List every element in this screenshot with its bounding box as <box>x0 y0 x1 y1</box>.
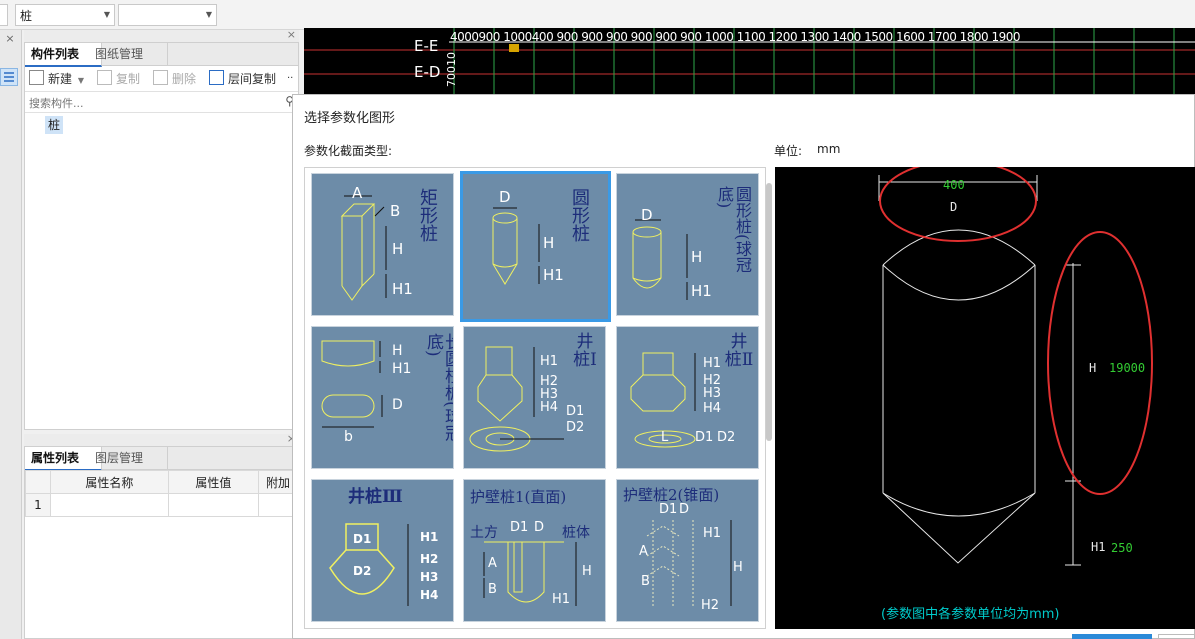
shape-preview: 400 D H 19000 H1 250 (参数图中各参数单位均为mm) <box>775 160 1195 629</box>
retaining-pile-1-figure <box>483 541 577 606</box>
component-tabbar: 构件列表 图纸管理 <box>25 43 298 67</box>
shape-gallery: A B H H1 矩形桩 D H H1 圆形桩 <box>304 167 766 629</box>
shape-title: 护壁桩2(锥面) <box>623 486 720 504</box>
shape-title: 矩形桩 <box>417 188 438 242</box>
shape-title: 圆形桩(球冠底) <box>715 186 752 273</box>
layers-copy-icon <box>209 70 224 85</box>
retaining-pile-2-figure <box>646 520 732 606</box>
component-type-value: 桩 <box>20 9 33 23</box>
cad-drawing <box>304 28 1195 94</box>
preview-drawing <box>878 160 1153 566</box>
dimension-ruler: 4000900 1000400 900 900 900 900 900 900 … <box>450 30 1021 44</box>
table-header-row: 属性名称 属性值 附加 <box>25 470 298 494</box>
unit-value: mm <box>817 142 841 156</box>
search-input[interactable] <box>27 94 276 112</box>
copy-icon <box>97 70 112 85</box>
parametric-shape-dialog: 选择参数化图形 参数化截面类型: 单位: mm A B H H1 矩形桩 <box>292 94 1195 639</box>
tab-component-list[interactable]: 构件列表 <box>25 43 102 67</box>
chevron-down-icon: ▼ <box>205 10 212 19</box>
round-pile-dome-figure <box>632 219 688 300</box>
top-toolbar: 桩 ▼ ▼ <box>0 0 1195 30</box>
left-nav-strip: × <box>0 30 22 639</box>
new-file-icon <box>29 70 44 85</box>
column-header: 属性值 <box>167 470 260 494</box>
combo-stub[interactable] <box>0 4 8 26</box>
shape-oblong-pile[interactable]: H H1 D b 长圆柱桩(球冠底) <box>311 326 454 469</box>
shape-title: 护壁桩1(直面) <box>470 488 567 506</box>
round-pile-figure <box>492 207 540 285</box>
component-type-select[interactable]: 桩 ▼ <box>15 4 115 26</box>
d-label: D <box>950 200 958 214</box>
tab-layer-manage[interactable]: 图层管理 <box>89 447 168 469</box>
shape-title: 井桩Ⅲ <box>348 487 403 507</box>
tab-drawing-manage[interactable]: 图纸管理 <box>89 43 168 65</box>
floor-copy-button[interactable]: 层间复制 <box>209 69 276 89</box>
column-header: 属性名称 <box>50 470 169 494</box>
close-icon[interactable]: × <box>5 32 15 45</box>
component-toolbar: 新建 ▼ 复制 删除 层间复制 ·· <box>25 66 298 92</box>
component-search[interactable]: ⚲ <box>25 93 298 113</box>
well-pile-2-figure <box>630 352 696 448</box>
new-button[interactable]: 新建 ▼ <box>29 69 84 89</box>
copy-button[interactable]: 复制 <box>97 69 140 89</box>
tree-item-pile[interactable]: 桩 <box>45 116 63 134</box>
axis-label-e-d: E-D <box>414 63 441 81</box>
shape-title: 圆形桩 <box>569 188 590 242</box>
shape-rect-pile[interactable]: A B H H1 矩形桩 <box>311 173 454 316</box>
shape-title: 长圆柱桩(球冠底) <box>423 333 454 442</box>
chevron-down-icon: ▼ <box>77 76 84 85</box>
list-view-icon[interactable] <box>0 68 18 86</box>
unit-label: 单位: <box>774 144 803 158</box>
shape-well-pile-1[interactable]: H1 H2 H3 H4 D1 D2 井桩Ⅰ <box>463 326 606 469</box>
vertical-dimension: 70010 <box>445 52 458 87</box>
property-tabbar: 属性列表 图层管理 <box>25 447 298 471</box>
h1-value[interactable]: 250 <box>1111 541 1133 555</box>
cancel-button[interactable] <box>1158 634 1195 639</box>
dialog-title: 选择参数化图形 <box>304 111 396 126</box>
shape-well-pile-3[interactable]: D1 D2 H1 H2 H3 H4 井桩Ⅲ <box>311 479 454 622</box>
panel-header: × <box>24 432 299 446</box>
axis-label-e-e: E-E <box>414 37 439 55</box>
ok-button[interactable] <box>1072 634 1152 639</box>
component-select[interactable]: ▼ <box>118 4 217 26</box>
property-panel: 属性列表 图层管理 属性名称 属性值 附加 1 <box>24 446 299 639</box>
shape-retaining-pile-1[interactable]: 土方 D1 D 桩体 A B H H1 护壁桩1(直面) <box>463 479 606 622</box>
h1-label: H1 <box>1091 540 1106 554</box>
h-value[interactable]: 19000 <box>1109 361 1146 375</box>
well-pile-3-figure <box>329 523 409 606</box>
shape-round-pile[interactable]: D H H1 圆形桩 <box>460 171 611 322</box>
more-button[interactable]: ·· <box>287 73 294 84</box>
shape-well-pile-2[interactable]: H1 H2 H3 H4 L D1 D2 井桩Ⅱ <box>616 326 759 469</box>
property-table: 属性名称 属性值 附加 1 <box>25 470 298 517</box>
component-list-panel: 构件列表 图纸管理 新建 ▼ 复制 删除 层间复制 ·· ⚲ 桩 <box>24 42 299 430</box>
shape-retaining-pile-2[interactable]: D1 D H1 A B H H2 护壁桩2(锥面) <box>616 479 759 622</box>
tab-property-list[interactable]: 属性列表 <box>25 447 102 471</box>
rect-pile-figure <box>340 195 387 301</box>
unit-note: (参数图中各参数单位均为mm) <box>881 607 1060 622</box>
cad-canvas[interactable]: E-E E-D 70010 4000900 1000400 900 900 90… <box>304 28 1195 94</box>
close-icon[interactable]: × <box>287 432 296 445</box>
d-value[interactable]: 400 <box>943 178 965 192</box>
chevron-down-icon: ▼ <box>103 10 110 19</box>
panel-header: × <box>24 28 299 42</box>
table-row[interactable]: 1 <box>25 493 298 517</box>
shape-title: 井桩Ⅱ <box>724 332 754 370</box>
oblong-pile-figure <box>321 340 383 428</box>
close-icon[interactable]: × <box>286 28 296 41</box>
shape-round-pile-dome[interactable]: D H H1 圆形桩(球冠底) <box>616 173 759 316</box>
trash-icon <box>153 70 168 85</box>
shape-title: 井桩Ⅰ <box>573 332 597 370</box>
well-pile-1-figure <box>469 346 564 452</box>
search-icon[interactable]: ⚲ <box>285 94 294 108</box>
delete-button[interactable]: 删除 <box>153 69 196 89</box>
gallery-scrollbar[interactable] <box>766 183 772 441</box>
h-label: H <box>1089 361 1097 375</box>
section-type-label: 参数化截面类型: <box>304 144 393 158</box>
